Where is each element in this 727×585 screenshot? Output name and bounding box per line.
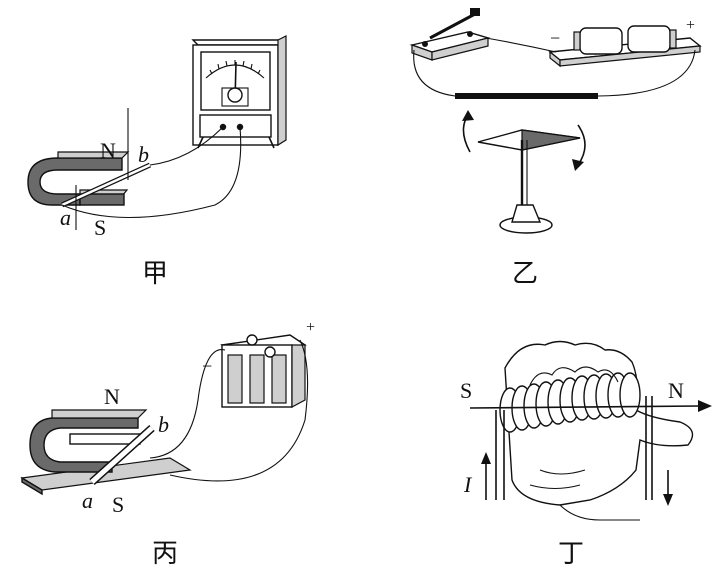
ding-label-n: N (668, 378, 684, 403)
yi-label-minus: − (550, 28, 560, 48)
bing-label-b: b (158, 412, 169, 437)
ding-label-s: S (460, 378, 472, 403)
caption-yi: 乙 (512, 259, 538, 289)
bing-label-minus: − (202, 356, 212, 376)
yi-label-plus: + (686, 17, 695, 34)
panel-jia: N b a S 甲 (27, 35, 287, 289)
caption-bing: 丙 (152, 539, 178, 569)
galvanometer (191, 35, 287, 149)
panel-yi: − + 乙 (409, 8, 702, 289)
horseshoe-magnet (27, 151, 130, 206)
bing-label-plus: + (306, 319, 315, 336)
bing-label-n: N (104, 384, 120, 409)
bing-label-a: a (82, 488, 93, 513)
solenoid-coil (499, 372, 641, 433)
jia-label-b: b (138, 142, 149, 167)
jia-label-s: S (94, 215, 106, 240)
jia-label-a: a (60, 205, 71, 230)
caption-ding: 丁 (558, 539, 584, 569)
panel-bing: − + N b a S 丙 (20, 319, 315, 569)
hand (504, 340, 694, 521)
horseshoe-magnet-bing (29, 409, 148, 473)
jia-label-n: N (100, 138, 116, 163)
bing-label-s: S (112, 492, 124, 517)
panel-ding: S N I 丁 (460, 340, 712, 569)
battery-pack (548, 25, 702, 68)
knife-switch (409, 8, 491, 61)
caption-jia: 甲 (142, 259, 168, 289)
compass-needle (477, 129, 581, 234)
ding-label-current: I (463, 472, 473, 497)
battery-bing (220, 334, 307, 409)
